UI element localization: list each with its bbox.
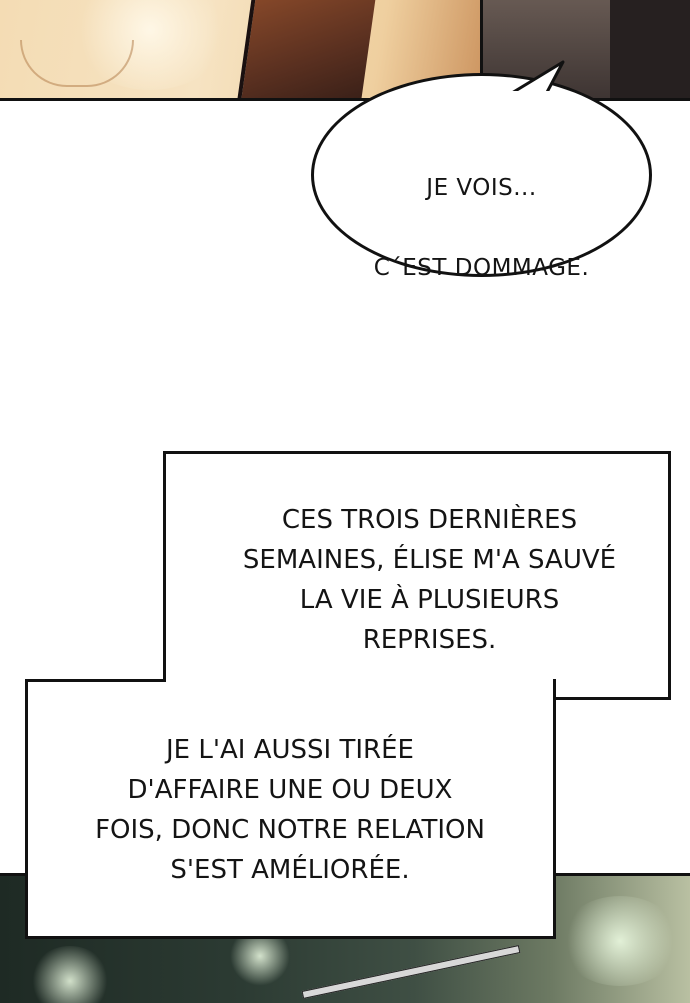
narration-text-upper: CES TROIS DERNIÈRES SEMAINES, ÉLISE M'A … <box>163 500 671 660</box>
light-spot <box>30 946 110 1003</box>
narration-box-lower <box>25 679 556 939</box>
speech-line: JE VOIS... <box>426 175 537 201</box>
narration-line: LA VIE À PLUSIEURS <box>299 585 560 615</box>
narration-line: JE L'AI AUSSI TIRÉE <box>166 735 414 765</box>
narration-box-joint <box>166 676 553 686</box>
narration-line: REPRISES. <box>362 625 497 655</box>
speech-bubble <box>311 73 652 277</box>
narration-line: FOIS, DONC NOTRE RELATION <box>95 815 485 845</box>
dark-background-area <box>610 0 690 98</box>
speech-bubble-tail <box>505 60 565 98</box>
speech-line: C´EST DOMMAGE. <box>373 255 590 281</box>
top-illustration-panel <box>0 0 690 101</box>
narration-text-lower: JE L'AI AUSSI TIRÉE D'AFFAIRE UNE OU DEU… <box>40 730 540 890</box>
narration-line: S'EST AMÉLIORÉE. <box>170 855 410 885</box>
speech-bubble-text: JE VOIS... C´EST DOMMAGE. <box>311 128 652 328</box>
light-spot <box>560 896 680 986</box>
narration-line: D'AFFAIRE UNE OU DEUX <box>127 775 453 805</box>
character-figure <box>237 0 377 98</box>
narration-line: SEMAINES, ÉLISE M'A SAUVÉ <box>242 545 617 575</box>
narration-box-upper <box>163 451 671 700</box>
sword-blade <box>301 945 521 999</box>
narration-line: CES TROIS DERNIÈRES <box>281 505 578 535</box>
